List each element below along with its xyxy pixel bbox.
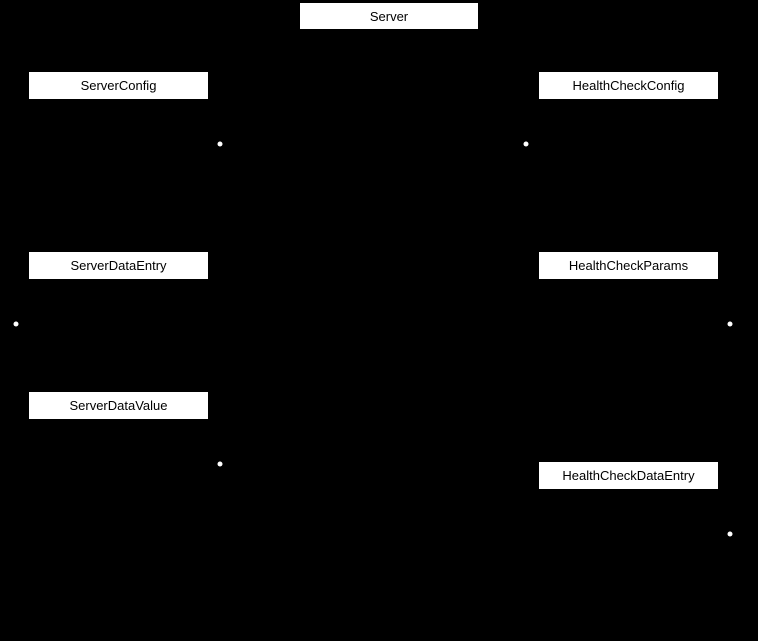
node-health-check-params-label: HealthCheckParams — [568, 258, 689, 273]
node-health-check-data-entry[interactable]: HealthCheckDataEntry — [539, 462, 718, 489]
edge-endpoint-dot — [13, 321, 19, 327]
node-server[interactable]: Server — [300, 3, 478, 29]
node-server-label: Server — [369, 8, 409, 24]
node-server-data-entry-label: ServerDataEntry — [70, 258, 167, 273]
edge-endpoint-dot — [523, 141, 529, 147]
node-health-check-data-entry-label: HealthCheckDataEntry — [562, 468, 695, 483]
node-server-config-label: ServerConfig — [80, 78, 157, 93]
node-health-check-params[interactable]: HealthCheckParams — [539, 252, 718, 279]
edge-endpoint-dot — [217, 461, 223, 467]
node-server-data-value-label: ServerDataValue — [69, 398, 168, 413]
node-server-config[interactable]: ServerConfig — [29, 72, 208, 99]
node-server-data-entry[interactable]: ServerDataEntry — [29, 252, 208, 279]
edge-endpoint-dot — [217, 141, 223, 147]
edge-endpoint-dot — [727, 531, 733, 537]
edge-endpoint-dot — [727, 321, 733, 327]
node-server-data-value[interactable]: ServerDataValue — [29, 392, 208, 419]
node-health-check-config-label: HealthCheckConfig — [572, 78, 685, 93]
node-health-check-config[interactable]: HealthCheckConfig — [539, 72, 718, 99]
